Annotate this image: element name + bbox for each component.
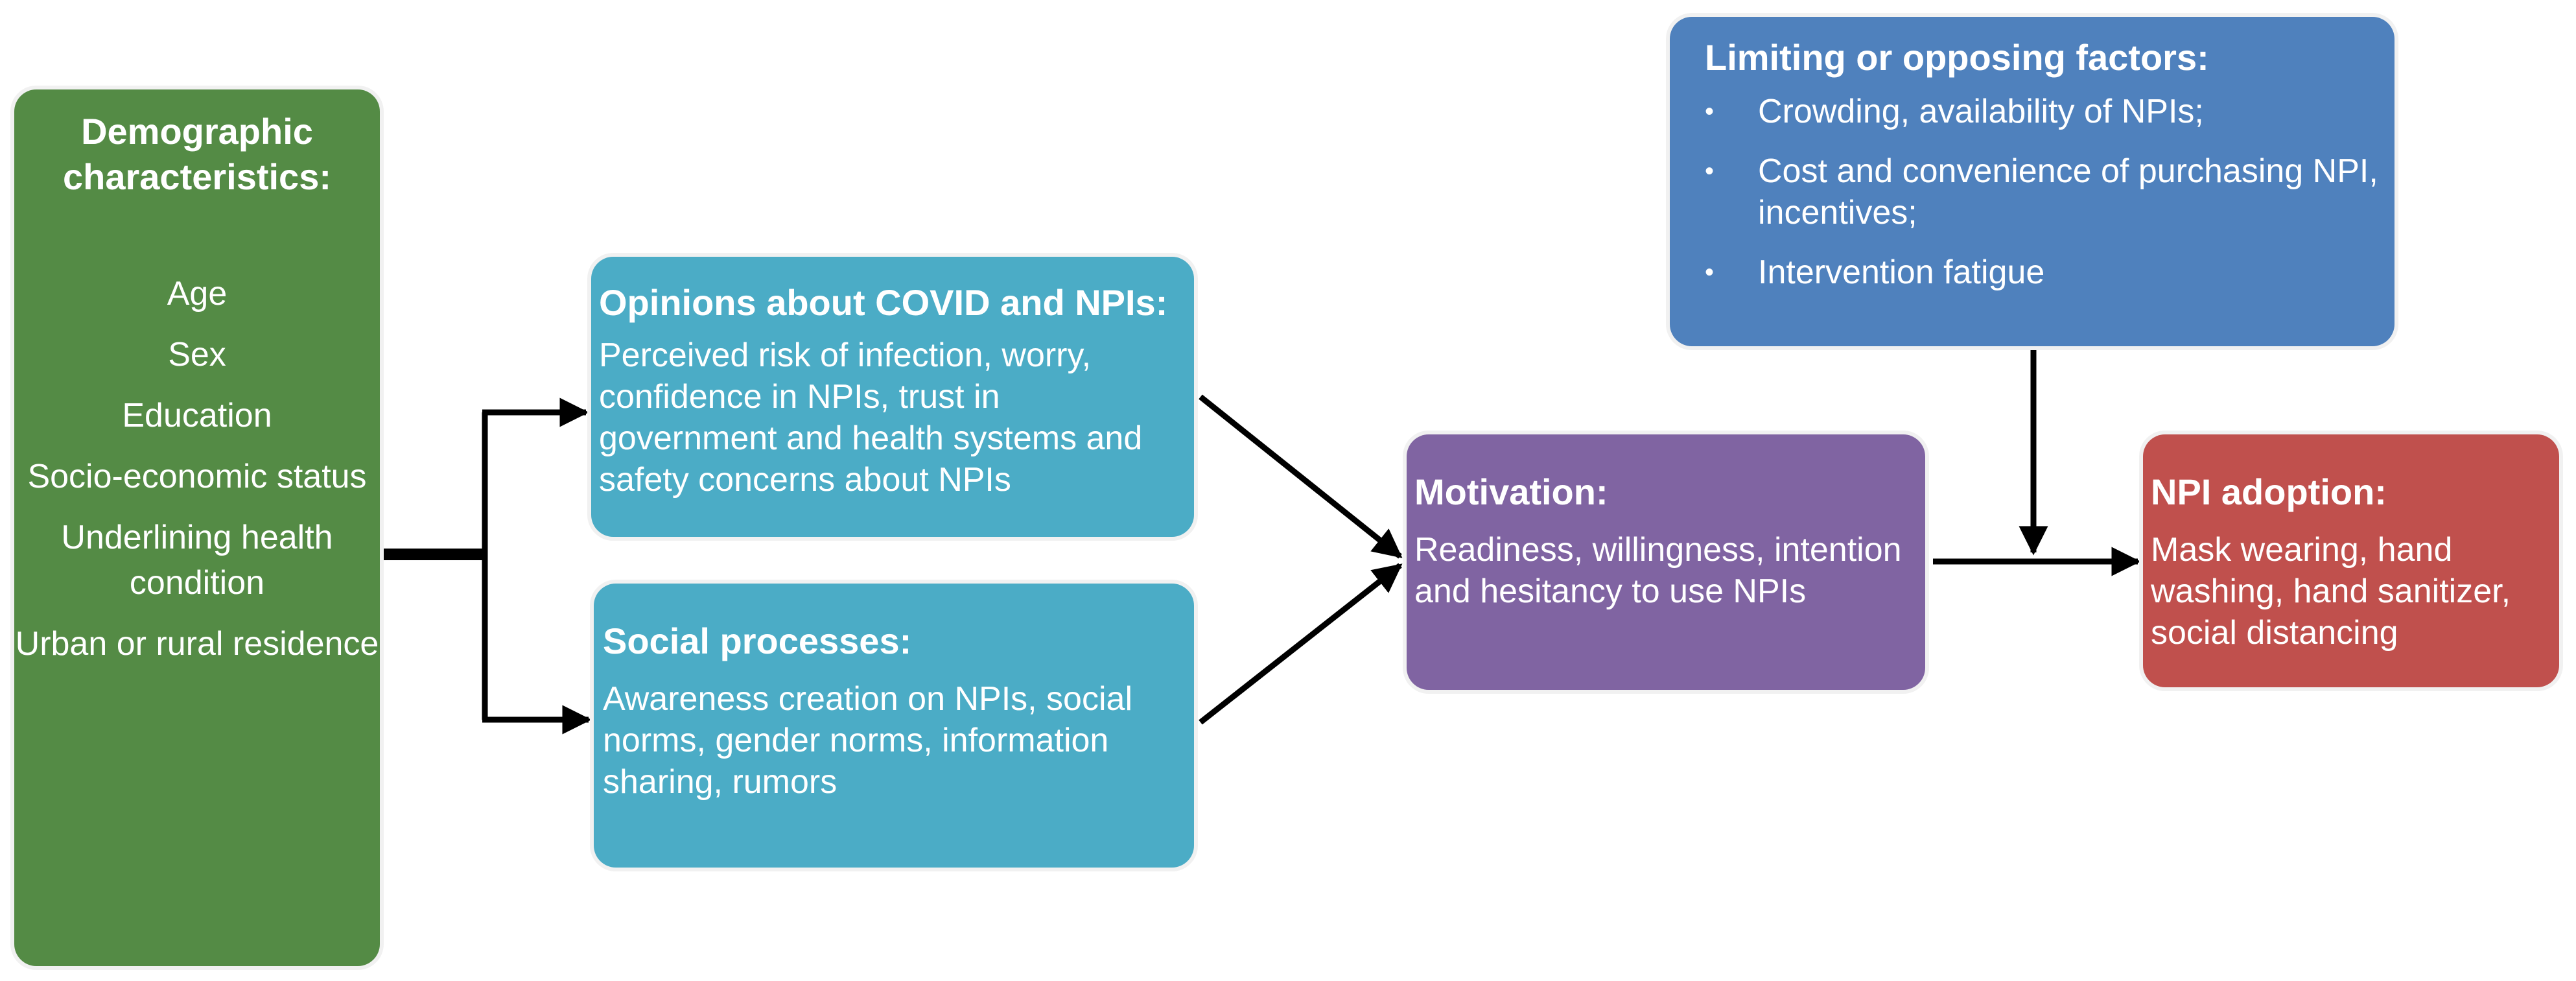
social-processes-box: Social processes: Awareness creation on … xyxy=(594,584,1194,868)
bullet-icon: • xyxy=(1705,258,1715,287)
limiting-factor-text: Cost and convenience of purchasing NPI, … xyxy=(1758,152,2378,231)
demographics-box: Demographic characteristics: Age Sex Edu… xyxy=(14,89,380,966)
limiting-factors-box: Limiting or opposing factors: • Crowding,… xyxy=(1670,17,2395,346)
demographics-item-age: Age xyxy=(167,275,228,313)
limiting-factors-title: Limiting or opposing factors: xyxy=(1705,37,2209,78)
demographics-item-socio-economic: Socio-economic status xyxy=(27,458,367,495)
demographics-item-education: Education xyxy=(122,397,272,434)
arrow-social-to-motivation xyxy=(1199,563,1403,725)
motivation-title: Motivation: xyxy=(1414,471,1608,512)
limiting-factor-text: Intervention fatigue xyxy=(1758,254,2045,291)
limiting-factor-item: • Cost and convenience of purchasing NPI,… xyxy=(1705,150,2379,233)
npi-adoption-box: NPI adoption: Mask wearing, hand washing… xyxy=(2143,434,2559,687)
npi-adoption-title: NPI adoption: xyxy=(2151,471,2387,512)
npi-adoption-text: Mask wearing, hand washing, hand sanitiz… xyxy=(2151,531,2511,652)
demographics-item-sex: Sex xyxy=(168,336,226,373)
motivation-box: Motivation: Readiness, willingness, inte… xyxy=(1407,434,1925,690)
demographics-title: Demographic characteristics: xyxy=(62,111,331,197)
bullet-icon: • xyxy=(1705,157,1715,185)
motivation-text: Readiness, willingness, intention and he… xyxy=(1414,531,1902,610)
limiting-factors-list: • Crowding, availability of NPIs; • Cost a… xyxy=(1705,91,2379,293)
opinions-box: Opinions about COVID and NPIs: Perceived… xyxy=(591,257,1194,537)
arrow-opinions-to-motivation xyxy=(1199,394,1403,559)
opinions-text: Perceived risk of infection, worry, conf… xyxy=(599,337,1143,499)
limiting-factor-text: Crowding, availability of NPIs; xyxy=(1758,93,2204,130)
demographics-list: Age Sex Education Socio-economic status … xyxy=(14,271,380,667)
bullet-icon: • xyxy=(1705,97,1715,126)
limiting-factor-item: • Crowding, availability of NPIs; xyxy=(1705,91,2379,132)
social-processes-title: Social processes: xyxy=(603,621,912,661)
limiting-factor-item: • Intervention fatigue xyxy=(1705,252,2379,293)
opinions-title: Opinions about COVID and NPIs: xyxy=(599,282,1168,323)
demographics-item-health-condition: Underlining health condition xyxy=(61,519,333,602)
demographics-item-residence: Urban or rural residence xyxy=(15,625,379,663)
social-processes-text: Awareness creation on NPIs, social norms… xyxy=(603,680,1132,801)
